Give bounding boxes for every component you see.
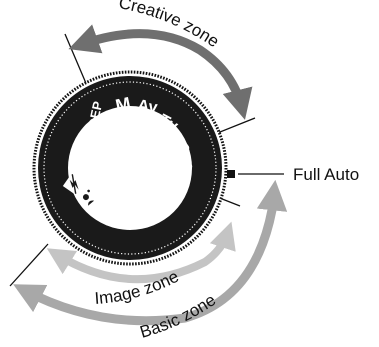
full-auto-index-mark xyxy=(227,170,235,178)
creative-zone-arrow xyxy=(68,24,253,120)
basic-zone-arrow xyxy=(13,179,288,326)
basic-zone-label: Basic zone xyxy=(138,290,219,342)
mode-dial[interactable] xyxy=(32,70,228,266)
mode-av: Av xyxy=(136,97,158,117)
creative-zone-label: Creative zone xyxy=(117,0,222,51)
full-auto-label: Full Auto xyxy=(293,165,359,184)
basic-zone-boundary-left xyxy=(9,243,49,287)
full-auto-square-icon xyxy=(173,160,193,180)
